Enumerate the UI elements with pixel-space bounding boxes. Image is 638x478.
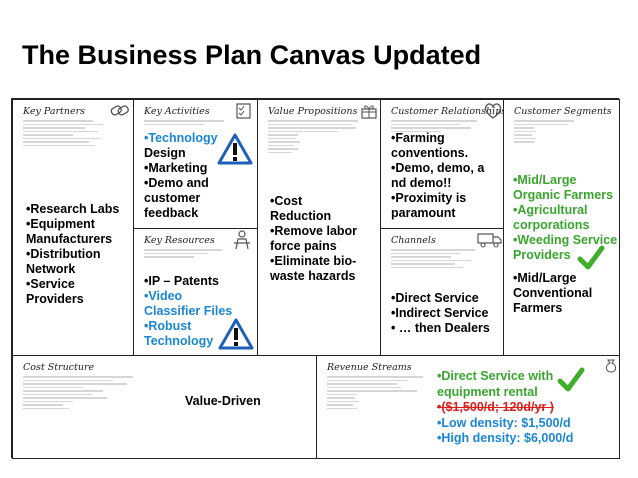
key-resources-line: •Video xyxy=(144,289,183,303)
cost-structure-header: Cost Structure xyxy=(23,362,95,373)
delivery-truck-icon xyxy=(477,233,502,248)
key-resources-line: •Robust xyxy=(144,319,192,333)
key-resources-line: •IP – Patents xyxy=(144,274,220,288)
gift-icon xyxy=(361,105,377,119)
customer-relationships-line: conventions. xyxy=(391,146,469,160)
customer-relationships-line: paramount xyxy=(391,206,456,220)
value-propositions-line: •Cost xyxy=(270,194,303,208)
key-partners-line: •Distribution xyxy=(26,247,101,261)
business-model-canvas: Key Partners •Research Labs •Equipment M… xyxy=(11,98,620,459)
customer-segments-line: corporations xyxy=(513,218,590,232)
value-propositions-line: •Remove labor xyxy=(270,224,358,238)
green-checkmark-icon xyxy=(557,367,585,392)
value-propositions-line: force pains xyxy=(270,239,337,253)
customer-relationships-cell: Customer Relationships •Farming conventi… xyxy=(380,99,504,229)
customer-segments-line: •Agricultural xyxy=(513,203,588,217)
key-resources-text: •IP – Patents •Video Classifier Files •R… xyxy=(144,274,232,349)
customer-relationships-line: nd demo!! xyxy=(391,176,452,190)
value-propositions-cell: Value Propositions •Cost Reduction •Remo… xyxy=(257,99,381,356)
key-activities-header: Key Activities xyxy=(144,106,210,117)
value-propositions-line: waste hazards xyxy=(270,269,356,283)
customer-relationships-text: •Farming conventions. •Demo, demo, a nd … xyxy=(391,131,484,221)
revenue-streams-struck-line: •($1,500/d; 120d/yr ) xyxy=(437,400,554,414)
revenue-streams-text: •Direct Service with equipment rental •(… xyxy=(437,369,573,447)
warning-triangle-icon xyxy=(217,133,253,165)
revenue-streams-line: •High density: $6,000/d xyxy=(437,431,574,445)
key-activities-guide-text xyxy=(144,120,224,127)
key-partners-text: •Research Labs •Equipment Manufacturers … xyxy=(26,202,119,307)
key-partners-line: Providers xyxy=(26,292,84,306)
key-activities-text: •Technology Design •Marketing •Demo and … xyxy=(144,131,218,221)
cost-structure-cell: Cost Structure Value-Driven xyxy=(12,355,317,459)
customer-relationships-header: Customer Relationships xyxy=(391,106,504,117)
cost-structure-guide-text xyxy=(23,376,133,411)
chain-link-icon xyxy=(110,105,129,116)
key-resources-guide-text xyxy=(144,249,224,260)
channels-line: • … then Dealers xyxy=(391,321,490,335)
key-partners-line: •Research Labs xyxy=(26,202,120,216)
customer-relationships-guide-text xyxy=(391,120,477,134)
key-partners-line: Manufacturers xyxy=(26,232,113,246)
key-activities-line: •Demo and xyxy=(144,176,209,190)
customer-relationships-line: •Demo, demo, a xyxy=(391,161,485,175)
value-propositions-line: •Eliminate bio- xyxy=(270,254,357,268)
factory-worker-icon xyxy=(234,230,250,250)
customer-segments-line: Organic Farmers xyxy=(513,188,614,202)
customer-segments-line: •Mid/Large xyxy=(513,271,577,285)
key-activities-line: •Technology xyxy=(144,131,218,145)
checklist-icon xyxy=(236,103,251,119)
key-partners-cell: Key Partners •Research Labs •Equipment M… xyxy=(12,99,134,356)
revenue-streams-line: equipment rental xyxy=(437,384,538,399)
channels-text: •Direct Service •Indirect Service • … th… xyxy=(391,291,490,336)
value-propositions-header: Value Propositions xyxy=(268,106,358,117)
key-partners-line: •Service xyxy=(26,277,75,291)
green-checkmark-icon xyxy=(577,245,605,270)
key-activities-cell: Key Activities •Technology Design •Marke… xyxy=(133,99,258,229)
customer-segments-line: •Weeding Service xyxy=(513,233,618,247)
channels-cell: Channels •Direct Service •Indirect Servi… xyxy=(380,228,504,356)
key-activities-line: feedback xyxy=(144,206,199,220)
value-propositions-line: Reduction xyxy=(270,209,332,223)
key-activities-line: •Marketing xyxy=(144,161,208,175)
key-resources-cell: Key Resources •IP – Patents •Video Class… xyxy=(133,228,258,356)
key-resources-line: Classifier Files xyxy=(144,304,233,318)
revenue-streams-cell: Revenue Streams •Direct Service with equ… xyxy=(316,355,620,459)
warning-triangle-icon xyxy=(218,318,254,350)
cost-structure-text: Value-Driven xyxy=(185,394,261,408)
key-activities-line: customer xyxy=(144,191,201,205)
key-resources-line: Technology xyxy=(144,334,214,348)
key-partners-guide-text xyxy=(23,120,103,148)
channels-line: •Indirect Service xyxy=(391,306,489,320)
customer-segments-line: Farmers xyxy=(513,301,563,315)
key-resources-header: Key Resources xyxy=(144,235,215,246)
customer-segments-line: Conventional xyxy=(513,286,593,300)
key-partners-line: •Equipment xyxy=(26,217,95,231)
customer-segments-text: •Mid/Large Organic Farmers •Agricultural… xyxy=(513,173,617,316)
customer-relationships-line: •Proximity is xyxy=(391,191,467,205)
key-activities-line: Design xyxy=(144,146,186,160)
value-propositions-text: •Cost Reduction •Remove labor force pain… xyxy=(270,194,357,284)
value-propositions-guide-text xyxy=(268,120,358,155)
customer-segments-guide-text xyxy=(514,120,574,145)
page-title: The Business Plan Canvas Updated xyxy=(22,40,482,70)
key-partners-line: Network xyxy=(26,262,76,276)
customer-segments-header: Customer Segments xyxy=(514,106,612,117)
customer-segments-cell: Customer Segments •Mid/Large Organic Far… xyxy=(503,99,620,356)
channels-header: Channels xyxy=(391,235,436,246)
revenue-streams-line: •Direct Service with xyxy=(437,369,554,383)
customer-segments-line: •Mid/Large xyxy=(513,173,577,187)
heart-icon xyxy=(484,103,502,119)
channels-guide-text xyxy=(391,249,477,270)
revenue-streams-line: •Low density: $1,500/d xyxy=(437,415,571,430)
customer-relationships-line: •Farming xyxy=(391,131,445,145)
revenue-streams-guide-text xyxy=(327,376,423,411)
key-partners-header: Key Partners xyxy=(23,106,85,117)
money-bag-icon xyxy=(605,359,617,373)
revenue-streams-header: Revenue Streams xyxy=(327,362,412,373)
channels-line: •Direct Service xyxy=(391,291,479,305)
customer-segments-line: Providers xyxy=(513,248,571,262)
